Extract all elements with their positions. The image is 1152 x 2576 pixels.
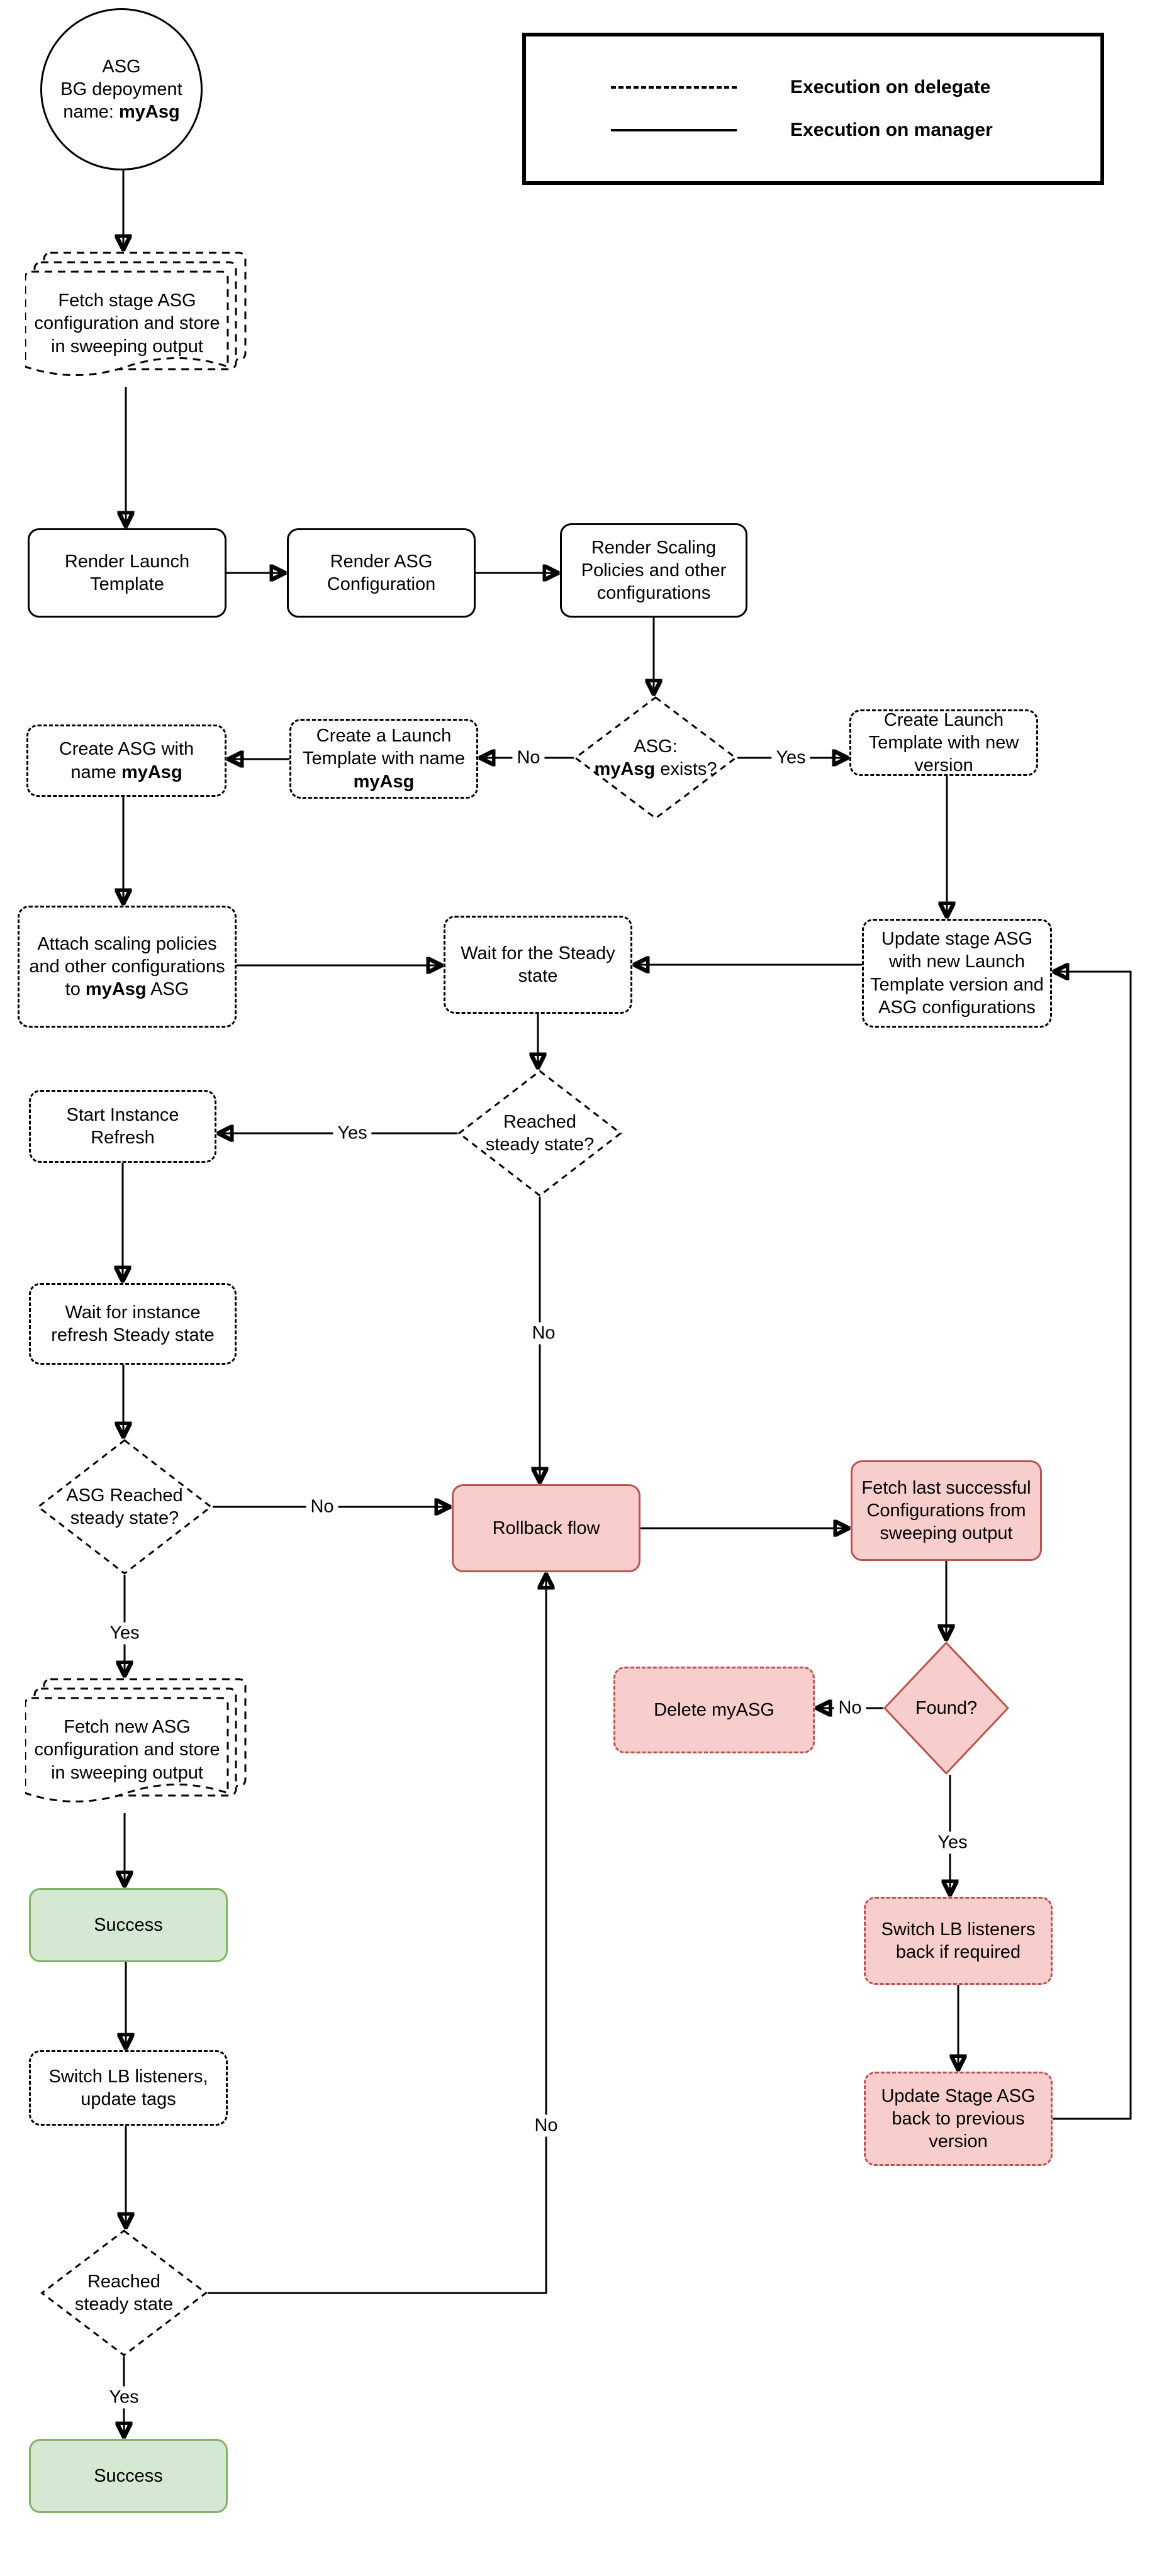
- legend-delegate-label: Execution on delegate: [790, 77, 991, 97]
- legend: Execution on delegate Execution on manag…: [522, 33, 1104, 185]
- reached-steady-state-decision: Reached steady state?: [457, 1070, 622, 1197]
- document-stack-shape: [25, 252, 247, 376]
- diamond-shape: [883, 1641, 1009, 1775]
- render-scaling-policies-box: Render Scaling Policies and other config…: [560, 523, 747, 618]
- legend-row-manager: Execution on manager: [526, 119, 1100, 141]
- switch-lb-back-box: Switch LB listeners back if required: [864, 1897, 1053, 1985]
- update-stage-asg-box: Update stage ASG with new Launch Templat…: [862, 919, 1052, 1028]
- reached-steady-state-final-decision: Reached steady state: [40, 2229, 208, 2357]
- diamond-shape: [574, 696, 737, 819]
- diamond-shape: [36, 1439, 213, 1575]
- edge-updateback-loop-to-updatestage: [1053, 972, 1132, 2120]
- switch-lb-listeners-box: Switch LB listeners, update tags: [29, 2050, 228, 2126]
- edge-label-asgexists-no: No: [512, 747, 545, 769]
- fetch-new-config-document: Fetch new ASG configuration and store in…: [25, 1678, 247, 1813]
- create-asg-myasg-box: Create ASG with name myAsg: [26, 724, 226, 797]
- success-box-2: Success: [29, 2439, 228, 2513]
- start-circle: ASG BG depoyment name: myAsg: [40, 8, 203, 170]
- legend-row-delegate: Execution on delegate: [526, 77, 1100, 98]
- edge-label-reached2-no: No: [530, 2114, 562, 2137]
- fetch-stage-config-document: Fetch stage ASG configuration and store …: [25, 252, 247, 387]
- start-line1: ASG: [102, 56, 141, 77]
- legend-manager-label: Execution on manager: [790, 119, 993, 140]
- edge-reached2-no-to-rollback: [208, 1575, 546, 2294]
- solid-line-sample: [611, 129, 737, 131]
- render-launch-template-box: Render Launch Template: [28, 528, 226, 618]
- edge-label-asgexists-yes: Yes: [771, 747, 810, 769]
- edge-label-asgreachedq-no: No: [306, 1496, 338, 1518]
- diamond-shape: [40, 2229, 208, 2357]
- asg-reached-steady-state-label: ASG Reached steady state?: [66, 1485, 183, 1528]
- create-launch-template-myasg-box: Create a Launch Template with name myAsg: [289, 719, 478, 799]
- wait-steady-state-box: Wait for the Steady state: [444, 916, 632, 1014]
- dashed-line-sample: [611, 86, 737, 89]
- success-box-1: Success: [29, 1888, 228, 1962]
- edge-label-found-yes: Yes: [933, 1831, 972, 1854]
- render-asg-configuration-box: Render ASG Configuration: [287, 528, 476, 618]
- attach-scaling-policies-box: Attach scaling policies and other config…: [18, 906, 237, 1028]
- delete-myasg-box: Delete myASG: [613, 1667, 815, 1753]
- edge-label-found-no: No: [834, 1697, 866, 1719]
- create-launch-template-new-version-box: Create Launch Template with new version: [849, 709, 1038, 776]
- asg-exists-label: ASG:myAsg exists?: [594, 736, 717, 779]
- start-instance-refresh-box: Start Instance Refresh: [29, 1090, 216, 1163]
- edge-label-reachedq-yes: Yes: [333, 1122, 372, 1145]
- start-line3: name: myAsg: [63, 102, 180, 123]
- diamond-shape: [457, 1070, 622, 1197]
- document-stack-shape: [25, 1678, 247, 1802]
- asg-reached-steady-state-decision: ASG Reached steady state?: [36, 1439, 213, 1575]
- edge-label-reachedq-no: No: [527, 1322, 560, 1345]
- rollback-flow-box: Rollback flow: [452, 1484, 640, 1572]
- update-stage-back-box: Update Stage ASG back to previous versio…: [864, 2072, 1053, 2166]
- reached-steady-state-label: Reached steady state?: [485, 1111, 595, 1155]
- wait-instance-refresh-box: Wait for instance refresh Steady state: [29, 1283, 237, 1365]
- edge-label-reached2-yes: Yes: [104, 2386, 143, 2409]
- edge-label-asgreachedq-yes: Yes: [105, 1622, 144, 1645]
- asg-exists-decision: ASG:myAsg exists?: [574, 696, 737, 819]
- start-line2: BG depoyment: [60, 79, 182, 99]
- reached-steady-state-final-label: Reached steady state: [74, 2271, 174, 2314]
- fetch-new-config-label: Fetch new ASG configuration and store in…: [34, 1717, 220, 1783]
- fetch-stage-config-label: Fetch stage ASG configuration and store …: [34, 291, 220, 357]
- found-label: Found?: [915, 1697, 978, 1718]
- fetch-last-configurations-box: Fetch last successful Configurations fro…: [851, 1460, 1042, 1561]
- found-decision: Found?: [883, 1641, 1009, 1775]
